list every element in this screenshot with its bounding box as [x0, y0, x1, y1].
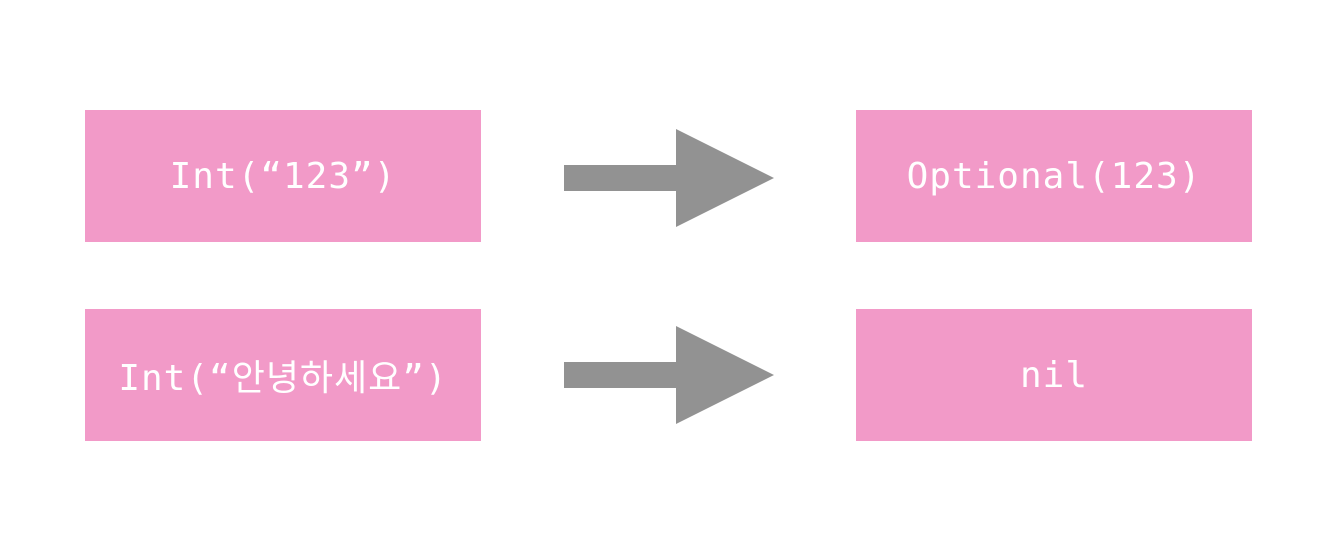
input-label-1: Int(“123”) [169, 155, 397, 197]
input-box-2: Int(“안녕하세요”) [85, 309, 481, 441]
output-box-2: nil [856, 309, 1252, 441]
input-box-1: Int(“123”) [85, 110, 481, 242]
output-label-2: nil [1019, 354, 1089, 396]
right-arrow-icon [564, 129, 774, 227]
output-box-1: Optional(123) [856, 110, 1252, 242]
input-label-2: Int(“안녕하세요”) [118, 358, 448, 399]
right-arrow-icon [564, 326, 774, 424]
output-label-1: Optional(123) [906, 155, 1202, 197]
